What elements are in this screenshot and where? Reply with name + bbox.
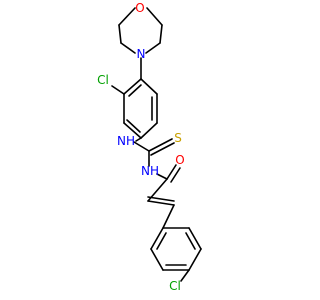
atom-nh-lower: NH xyxy=(141,164,159,178)
bond-aryl1-6b xyxy=(128,84,142,97)
bond-carbonyl-o-2 xyxy=(170,167,181,183)
bond-morpholine-5 xyxy=(118,24,122,44)
atom-oxygen-ring: O xyxy=(135,1,144,15)
bond-aryl2-3 xyxy=(188,248,202,271)
bonds xyxy=(111,7,202,282)
bond-aryl2-6b xyxy=(156,232,167,250)
bond-aryl1-3 xyxy=(140,122,158,139)
bond-aryl2-2b xyxy=(185,232,196,250)
bond-cl-upper xyxy=(111,85,125,95)
bond-alkene-2 xyxy=(147,196,175,202)
bond-morpholine-2 xyxy=(159,24,163,44)
bond-aryl1-4b xyxy=(126,119,141,133)
bond-morpholine-1 xyxy=(146,7,163,26)
bond-morpholine-4 xyxy=(120,42,136,54)
bond-aryl1-6 xyxy=(123,78,142,95)
bond-carbonyl-o xyxy=(166,164,177,180)
bond-cl-lower xyxy=(180,269,190,282)
bond-morpholine-6 xyxy=(118,7,136,26)
bond-morpholine-3 xyxy=(145,42,161,54)
bond-alkene-aryl xyxy=(162,204,175,229)
atom-sulfur: S xyxy=(174,131,182,145)
atom-nh-upper: NH xyxy=(117,134,135,148)
atom-chlorine-lower: Cl xyxy=(169,279,181,293)
bond-alkene xyxy=(147,200,175,206)
atom-oxygen-carbonyl: O xyxy=(175,153,184,167)
bond-aryl1-1 xyxy=(140,78,158,95)
bond-aryl1-4 xyxy=(123,122,142,139)
bond-aryl2-2 xyxy=(188,227,202,250)
molecule-structure-diagram: O N Cl NH S O NH Cl xyxy=(97,1,202,293)
atom-labels: O N Cl NH S O NH Cl xyxy=(97,1,185,293)
bond-c-s xyxy=(148,138,173,152)
bond-aryl2-5 xyxy=(150,248,164,271)
bond-aryl-nh xyxy=(135,137,142,142)
bond-aryl2-6 xyxy=(150,227,164,250)
atom-nitrogen-ring: N xyxy=(137,47,146,61)
bond-nh-c xyxy=(133,141,150,152)
atom-chlorine-upper: Cl xyxy=(97,73,109,87)
bond-c-s-2 xyxy=(150,142,175,156)
bond-nh-carbonyl xyxy=(156,173,168,180)
